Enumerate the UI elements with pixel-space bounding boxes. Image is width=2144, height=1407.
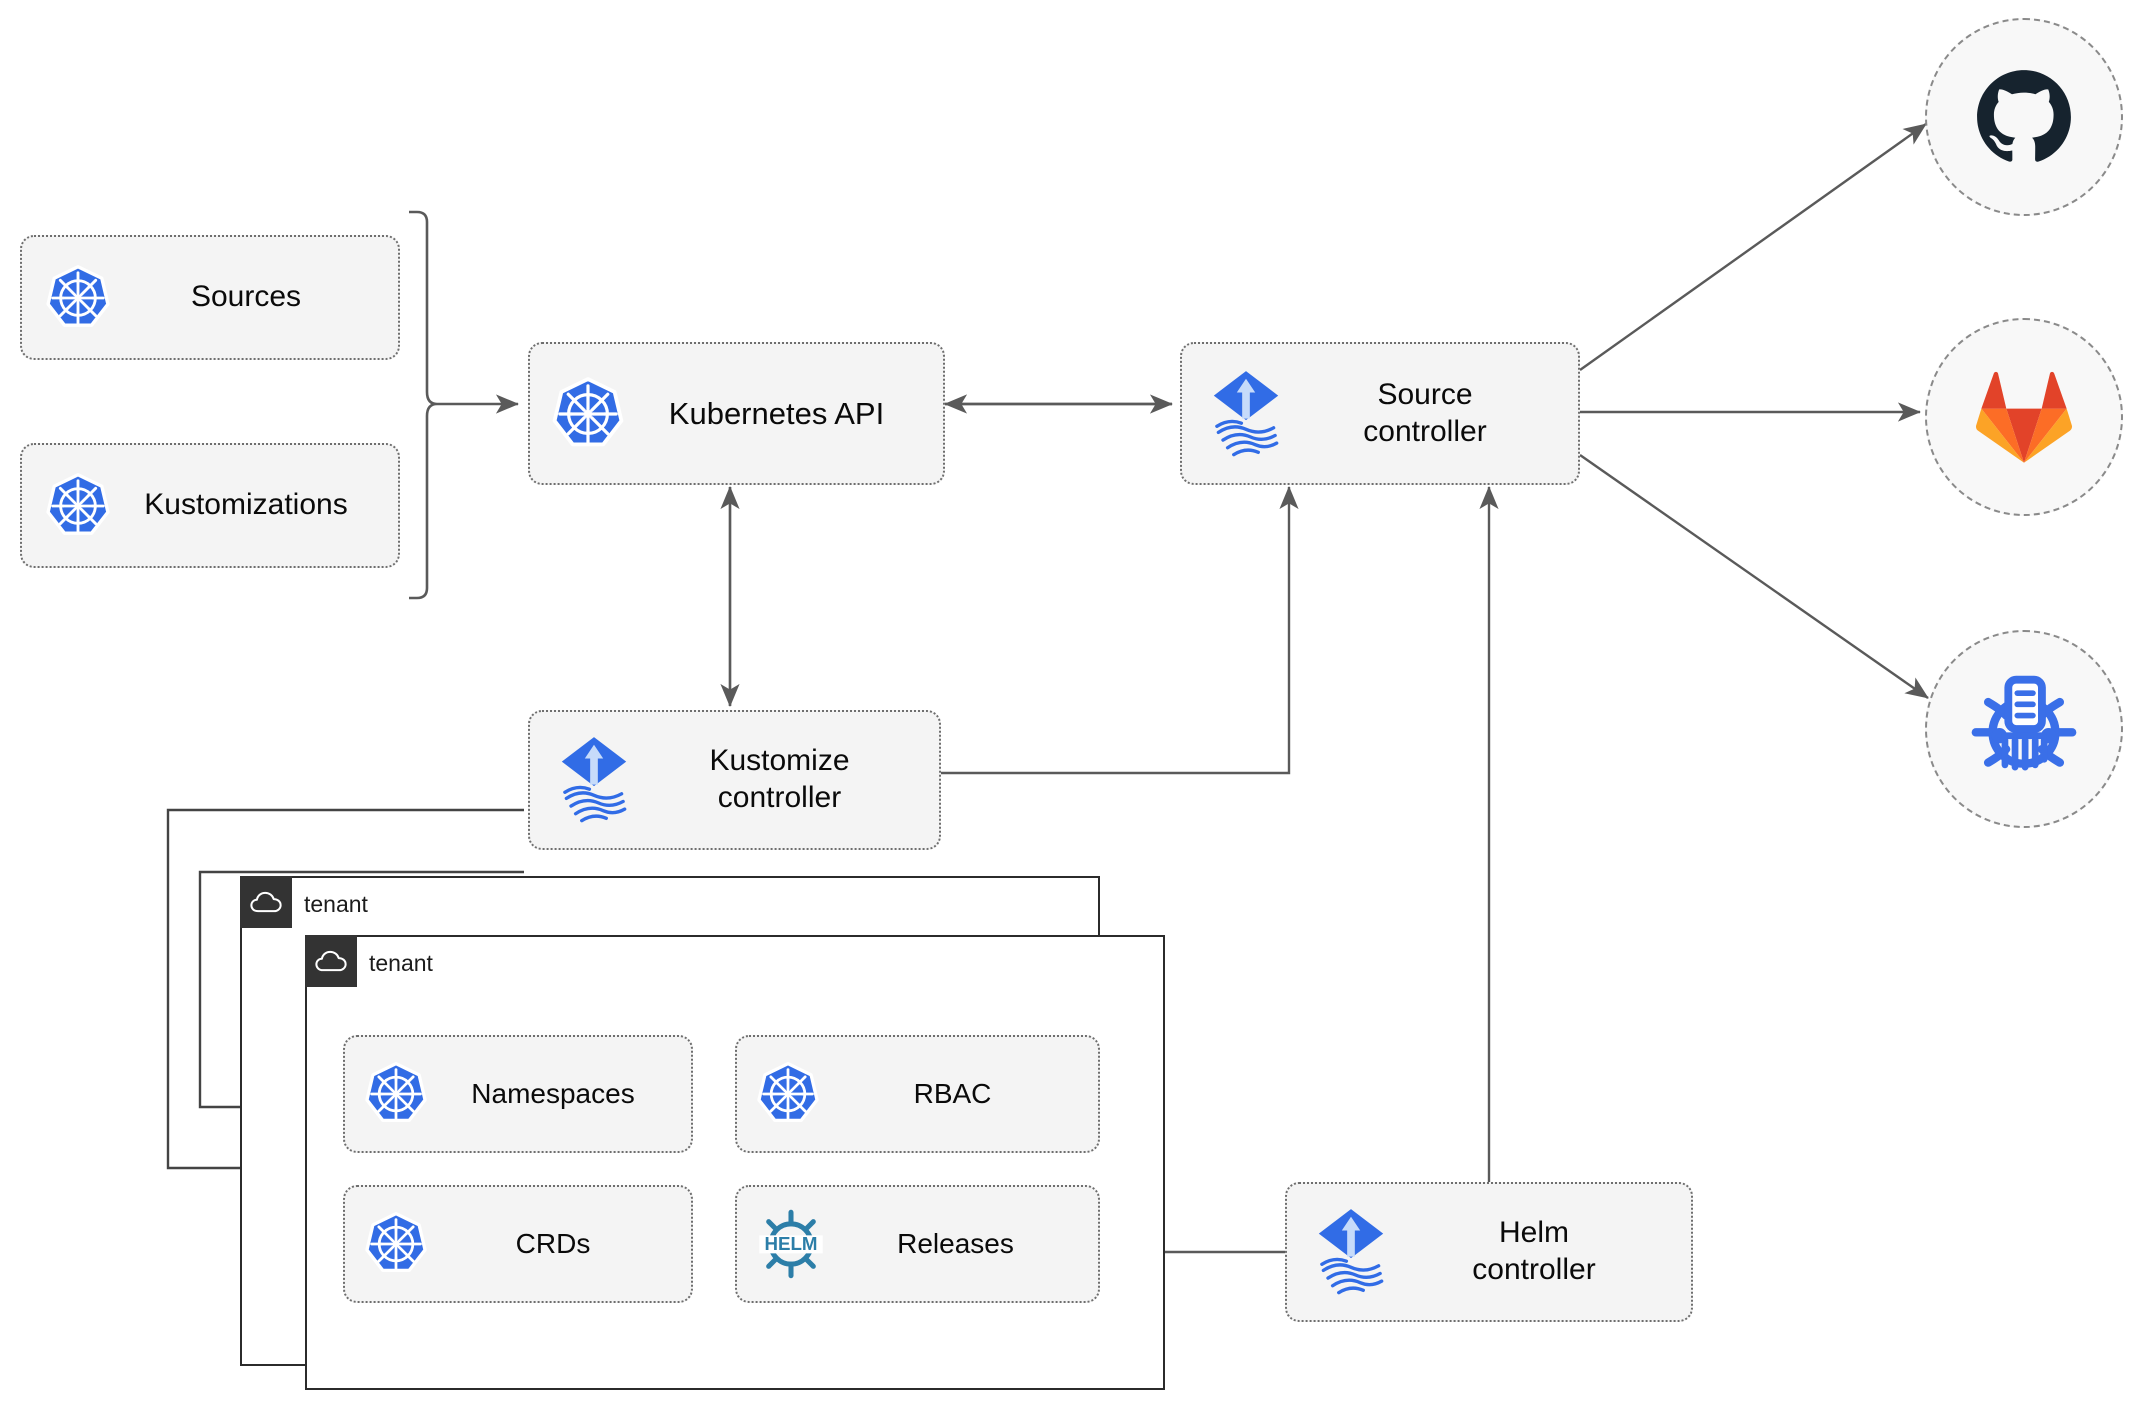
kustomizations-label: Kustomizations xyxy=(144,488,348,522)
helm-controller-node[interactable]: Helm controller xyxy=(1285,1182,1693,1322)
sources-node[interactable]: Sources xyxy=(20,235,400,360)
gitlab-icon xyxy=(1975,371,2073,463)
kubernetes-api-label: Kubernetes API xyxy=(668,395,885,431)
flux-icon xyxy=(552,734,636,826)
cloud-icon xyxy=(250,891,282,913)
kubernetes-icon xyxy=(44,472,112,540)
namespaces-label: Namespaces xyxy=(471,1077,635,1109)
tenant-title: tenant xyxy=(369,950,433,976)
kustomize-controller-label: Kustomize controller xyxy=(709,744,850,814)
kubernetes-icon xyxy=(550,376,626,452)
kustomize-controller-node[interactable]: Kustomize controller xyxy=(528,710,941,850)
source-controller-label: Source controller xyxy=(1363,377,1487,448)
tenant-titlebar xyxy=(240,876,292,928)
source-controller-node[interactable]: Source controller xyxy=(1180,342,1580,485)
github-provider[interactable] xyxy=(1925,18,2123,216)
rbac-chip[interactable]: RBAC xyxy=(735,1035,1100,1153)
flux-icon xyxy=(1309,1206,1393,1298)
cloud-icon xyxy=(315,950,347,972)
kubernetes-icon xyxy=(363,1211,429,1277)
kubernetes-icon xyxy=(44,264,112,332)
rbac-label: RBAC xyxy=(913,1077,992,1109)
tenant-window-front[interactable]: tenant xyxy=(305,935,1165,1390)
kubernetes-api-node[interactable]: Kubernetes API xyxy=(528,342,945,485)
namespaces-chip[interactable]: Namespaces xyxy=(343,1035,693,1153)
flux-icon xyxy=(1204,368,1288,460)
helm-repository-provider[interactable] xyxy=(1925,630,2123,828)
helm-icon xyxy=(755,1208,827,1280)
crds-label: CRDs xyxy=(515,1227,591,1259)
helm-controller-label: Helm controller xyxy=(1472,1216,1596,1286)
github-icon xyxy=(1977,70,2071,162)
kubernetes-icon xyxy=(755,1061,821,1127)
helm-repository-icon xyxy=(1968,673,2080,785)
crds-chip[interactable]: CRDs xyxy=(343,1185,693,1303)
releases-chip[interactable]: Releases xyxy=(735,1185,1100,1303)
sources-label: Sources xyxy=(190,280,302,314)
tenant-titlebar xyxy=(305,935,357,987)
tenant-title: tenant xyxy=(304,891,368,917)
kubernetes-icon xyxy=(363,1061,429,1127)
kustomizations-node[interactable]: Kustomizations xyxy=(20,443,400,568)
releases-label: Releases xyxy=(897,1227,1014,1259)
gitlab-provider[interactable] xyxy=(1925,318,2123,516)
